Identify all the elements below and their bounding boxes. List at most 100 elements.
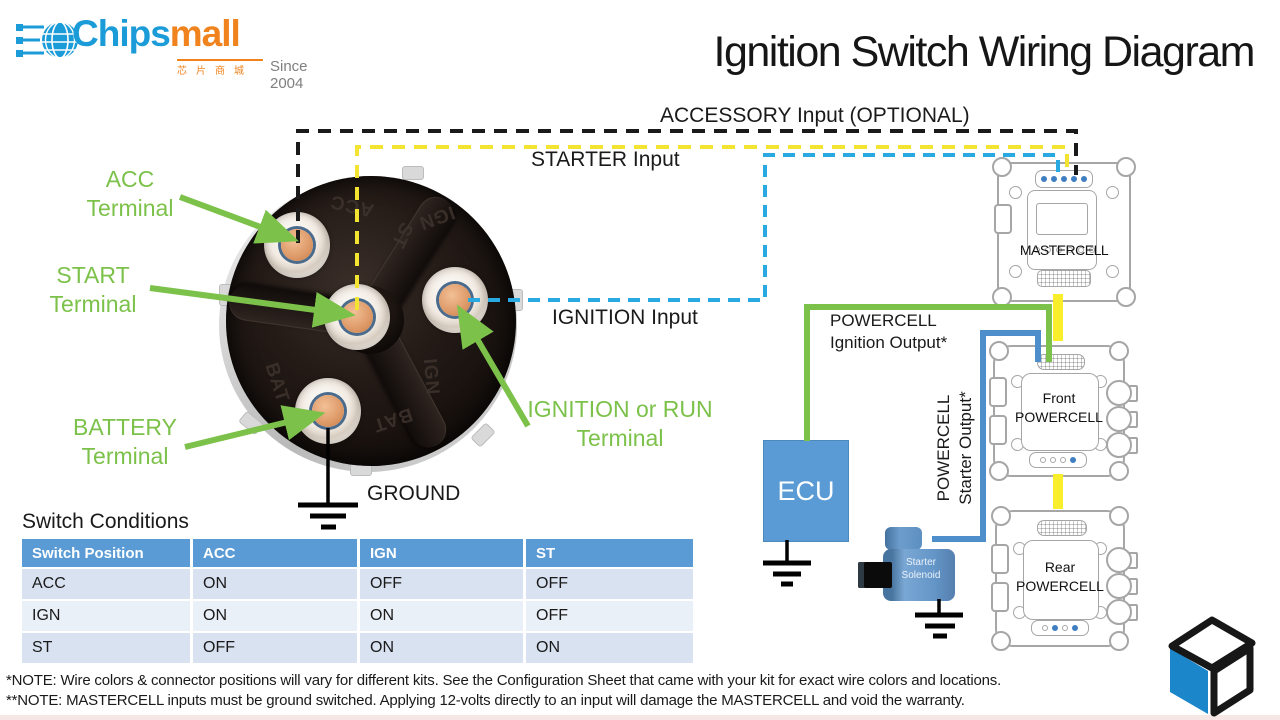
cell: ACC (22, 569, 190, 599)
cell: ST (22, 633, 190, 663)
powercell-ignition-output-line1: POWERCELL (830, 311, 937, 330)
start-terminal-label-line2: Terminal (49, 291, 137, 317)
cell: OFF (526, 601, 693, 631)
mastercell-display (1036, 203, 1088, 235)
ground-label: GROUND (367, 482, 461, 505)
rear-powercell-label-line1: Rear (1044, 559, 1076, 575)
table-row: IGN ON ON OFF (22, 601, 693, 631)
powercell-starter-output-line2: Starter Output* (956, 391, 975, 505)
ground-symbol (915, 612, 963, 639)
ignition-or-run-terminal-label: IGNITION or RUN Terminal (520, 395, 720, 453)
switch-conditions-table: Switch Position ACC IGN ST ACC ON OFF OF… (19, 537, 696, 665)
acc-terminal-label: ACC Terminal (60, 165, 200, 223)
cell: ON (360, 601, 523, 631)
col-header-switch-position: Switch Position (22, 539, 190, 567)
screw-icon (1009, 186, 1022, 199)
mastercell-side-connector (994, 204, 1012, 234)
cell: IGN (22, 601, 190, 631)
output-lug-icon (1106, 547, 1132, 573)
starter-solenoid-device (883, 549, 955, 601)
mount-ear-icon (1109, 341, 1129, 361)
cell: ON (526, 633, 693, 663)
mount-ear-icon (991, 631, 1011, 651)
battery-terminal-label-line1: BATTERY (73, 414, 177, 440)
accessory-input-label: ACCESSORY Input (OPTIONAL) (660, 104, 970, 127)
output-lug-icon (1106, 380, 1132, 406)
table-header-row: Switch Position ACC IGN ST (22, 539, 693, 567)
cell: OFF (526, 569, 693, 599)
cell: OFF (193, 633, 357, 663)
ecu-device: ECU (763, 440, 849, 542)
mount-ear-icon (992, 287, 1012, 307)
screw-icon (1106, 186, 1119, 199)
front-powercell-label-line1: Front (1042, 390, 1076, 406)
ecu-label: ECU (777, 475, 835, 506)
front-powercell-input-connector (1037, 354, 1085, 370)
ground-symbol (298, 502, 358, 530)
screw-icon (1106, 265, 1119, 278)
mount-ear-icon (1109, 461, 1129, 481)
mastercell-label: MASTERCELL (1019, 242, 1109, 258)
bottom-strip (0, 715, 1280, 720)
ignition-or-run-label-line2: Terminal (576, 425, 664, 451)
front-powercell-bottom-connector (1029, 452, 1087, 468)
ignition-wire-blue-dashed (468, 153, 1060, 302)
cube-top-face (1168, 616, 1256, 672)
rim-tab (402, 166, 424, 180)
ignition-terminal (422, 267, 488, 333)
mount-ear-icon (989, 341, 1009, 361)
front-powercell-label: Front POWERCELL (995, 389, 1123, 427)
switch-conditions-heading: Switch Conditions (22, 510, 189, 533)
output-lug-icon (1106, 432, 1132, 458)
ignition-terminal-post (439, 284, 471, 316)
output-lug-icon (1106, 406, 1132, 432)
rear-powercell-label-line2: POWERCELL (1016, 578, 1104, 594)
mastercell-panel (1027, 190, 1097, 270)
mount-ear-icon (1109, 506, 1129, 526)
powercell-starter-output-line1: POWERCELL (934, 394, 953, 502)
cube-right-face (1210, 644, 1254, 717)
rear-powercell-input-connector (1037, 520, 1087, 536)
note-1: *NOTE: Wire colors & connector positions… (6, 672, 1002, 689)
mount-ear-icon (1109, 631, 1129, 651)
starter-solenoid-label-line1: Starter (905, 557, 936, 568)
front-powercell-device: Front POWERCELL (989, 341, 1138, 481)
powercell-starter-output-label: POWERCELL Starter Output* (933, 363, 977, 533)
brand-mall: mall (169, 13, 241, 54)
front-powercell-label-line2: POWERCELL (1015, 409, 1103, 425)
mount-ear-icon (991, 506, 1011, 526)
battery-terminal (295, 378, 361, 444)
output-lug-icon (1106, 573, 1132, 599)
col-header-acc: ACC (193, 539, 357, 567)
acc-terminal-label-line2: Terminal (86, 195, 174, 221)
solenoid-top-cylinder (885, 527, 922, 550)
rear-powercell-panel (1023, 540, 1099, 620)
start-terminal-label: START Terminal (23, 261, 163, 319)
output-lug-icon (1106, 599, 1132, 625)
embossed-text-ign-2: IGN (418, 357, 443, 397)
brand-since: Since 2004 (270, 58, 308, 92)
powercell-ignition-output-line2: Ignition Output* (830, 333, 948, 352)
note-2: **NOTE: MASTERCELL inputs must be ground… (6, 692, 965, 709)
start-terminal (324, 284, 390, 350)
rear-powercell-bottom-connector (1031, 620, 1089, 636)
acc-terminal-post (281, 229, 313, 261)
col-header-st: ST (526, 539, 693, 567)
mount-ear-icon (1116, 287, 1136, 307)
battery-terminal-label: BATTERY Terminal (55, 413, 195, 471)
cell: OFF (360, 569, 523, 599)
rear-powercell-side-connector (991, 582, 1009, 612)
solenoid-plunger (858, 562, 892, 588)
col-header-ign: IGN (360, 539, 523, 567)
ignition-input-label: IGNITION Input (552, 306, 698, 329)
cube-left-face (1170, 648, 1208, 714)
table-row: ACC ON OFF OFF (22, 569, 693, 599)
starter-solenoid-label: Starter Solenoid (892, 556, 950, 582)
mount-ear-icon (992, 157, 1012, 177)
starter-input-label: STARTER Input (531, 148, 680, 171)
battery-terminal-post (312, 395, 344, 427)
brand-chips: Chips (72, 13, 171, 54)
acc-terminal-label-line1: ACC (105, 166, 155, 192)
mount-ear-icon (989, 461, 1009, 481)
